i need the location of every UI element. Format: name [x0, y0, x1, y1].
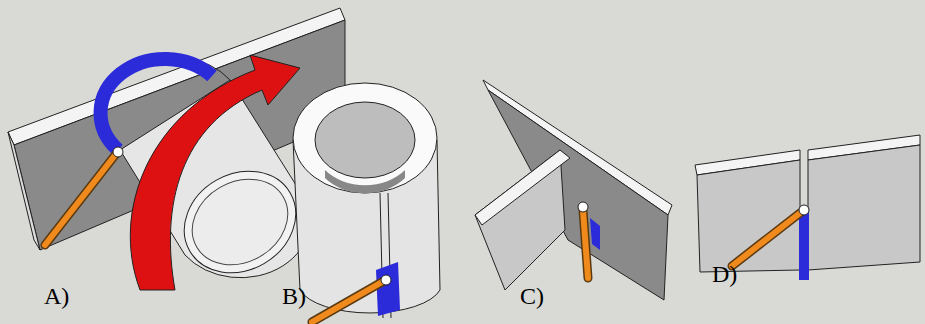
t-joint	[475, 80, 672, 300]
pipe-seam-joint	[293, 83, 440, 322]
butt-joint	[695, 135, 920, 280]
part-label: D)	[712, 262, 737, 286]
part-label: A)	[44, 284, 69, 308]
part-label: B)	[282, 284, 306, 308]
part-label: C)	[520, 284, 544, 308]
